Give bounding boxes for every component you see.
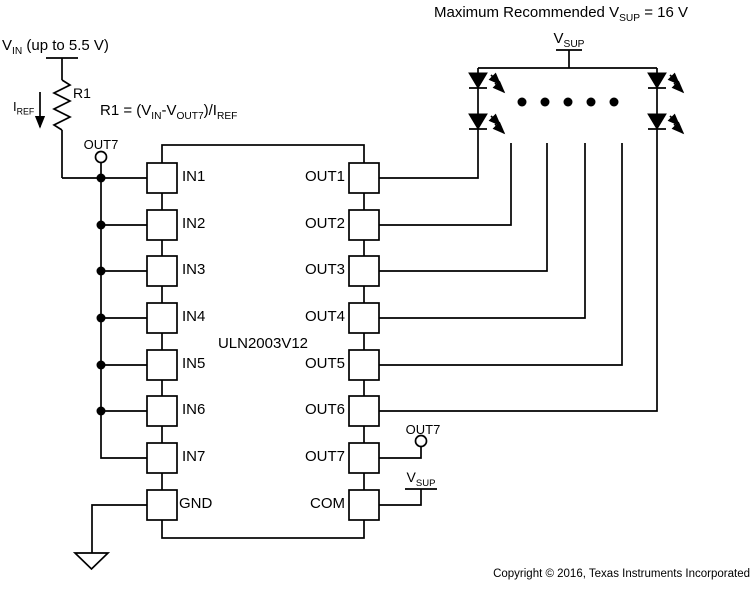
pin-label-in6: IN6: [182, 401, 206, 418]
led-symbol: [468, 72, 488, 89]
led-symbol: [647, 72, 667, 89]
junction-dot-in3: [96, 266, 106, 276]
pin-out5: [348, 349, 380, 381]
copyright-notice: Copyright © 2016, Texas Instruments Inco…: [493, 568, 750, 580]
junction-dot-in2: [96, 220, 106, 230]
pin-in4: [146, 302, 178, 334]
pin-out1: [348, 162, 380, 194]
pin-in2: [146, 209, 178, 241]
dot: [609, 97, 619, 107]
resistor-r1-symbol: [52, 79, 72, 131]
dot: [586, 97, 596, 107]
pin-label-out6: OUT6: [304, 401, 345, 418]
led-symbol: [468, 113, 488, 130]
wire-out3: [379, 143, 548, 272]
ground-branch: [72, 504, 147, 571]
pin-label-out7: OUT7: [304, 448, 345, 465]
pin-label-out3: OUT3: [304, 261, 345, 278]
pin-out2: [348, 209, 380, 241]
out7-output-circle: [414, 434, 428, 448]
pin-label-in4: IN4: [182, 308, 206, 325]
ic-part-number: ULN2003V12: [217, 335, 309, 352]
ground-symbol: [72, 552, 111, 571]
junction-dot-in6: [96, 406, 106, 416]
out7-terminal-label: OUT7: [405, 422, 441, 437]
pin-out7: [348, 442, 380, 474]
ellipsis-dots: [517, 97, 619, 107]
pin-label-gnd: GND: [179, 495, 213, 512]
wire-out2: [379, 143, 512, 226]
junction-dot-in4: [96, 313, 106, 323]
led-array: [468, 49, 685, 135]
junction-dot-in1: [96, 173, 106, 183]
wire-out1: [379, 129, 479, 179]
wire-out4: [379, 143, 586, 319]
led-symbol: [647, 113, 667, 130]
out7-feedback-circle: [94, 150, 108, 164]
pin-label-out1: OUT1: [304, 168, 345, 185]
pin-gnd: [146, 489, 178, 521]
led-string-right: [647, 68, 685, 135]
pin-out6: [348, 395, 380, 427]
pin-com: [348, 489, 380, 521]
out7-feedback-label: OUT7: [83, 137, 119, 152]
dot: [517, 97, 527, 107]
pin-in3: [146, 255, 178, 287]
pin-label-out4: OUT4: [304, 308, 345, 325]
pin-label-in2: IN2: [182, 215, 206, 232]
light-emission-arrows: [488, 72, 506, 135]
pin-label-in1: IN1: [182, 168, 206, 185]
ic-pins-left: [146, 162, 178, 521]
vsup-top-label: VSUP: [553, 30, 585, 50]
pin-out4: [348, 302, 380, 334]
r1-label: R1: [73, 85, 91, 101]
vsup-com-label: VSUP: [406, 469, 436, 489]
wire-out6: [379, 129, 658, 412]
pin-label-in3: IN3: [182, 261, 206, 278]
ic-body-rect: [161, 144, 365, 539]
pin-label-out2: OUT2: [304, 215, 345, 232]
wire-out5: [379, 143, 623, 366]
out7-output-terminal: [414, 434, 428, 448]
pin-in7: [146, 442, 178, 474]
diagram-title: Maximum Recommended VSUP = 16 V: [434, 4, 688, 24]
pin-in1: [146, 162, 178, 194]
pin-label-out5: OUT5: [304, 355, 345, 372]
pin-out3: [348, 255, 380, 287]
pin-in5: [146, 349, 178, 381]
pin-label-com: COM: [310, 495, 345, 512]
wire-com: [379, 489, 422, 506]
output-wires: [379, 129, 658, 506]
ic-pins-right: [348, 162, 380, 521]
iref-label: IREF: [13, 99, 35, 117]
light-emission-arrows: [667, 72, 685, 135]
r1-formula: R1 = (VIN-VOUT7)/IREF: [100, 102, 238, 122]
vin-label: VIN (up to 5.5 V): [2, 37, 109, 57]
wire-out7: [379, 446, 422, 459]
pin-label-in5: IN5: [182, 355, 206, 372]
dot: [540, 97, 550, 107]
pin-label-in7: IN7: [182, 448, 206, 465]
pin-in6: [146, 395, 178, 427]
input-bus: [96, 173, 147, 459]
ic-outline: [161, 144, 365, 539]
junction-dot-in5: [96, 360, 106, 370]
gnd-wire: [91, 504, 147, 553]
led-string-left: [468, 68, 506, 135]
dot: [563, 97, 573, 107]
